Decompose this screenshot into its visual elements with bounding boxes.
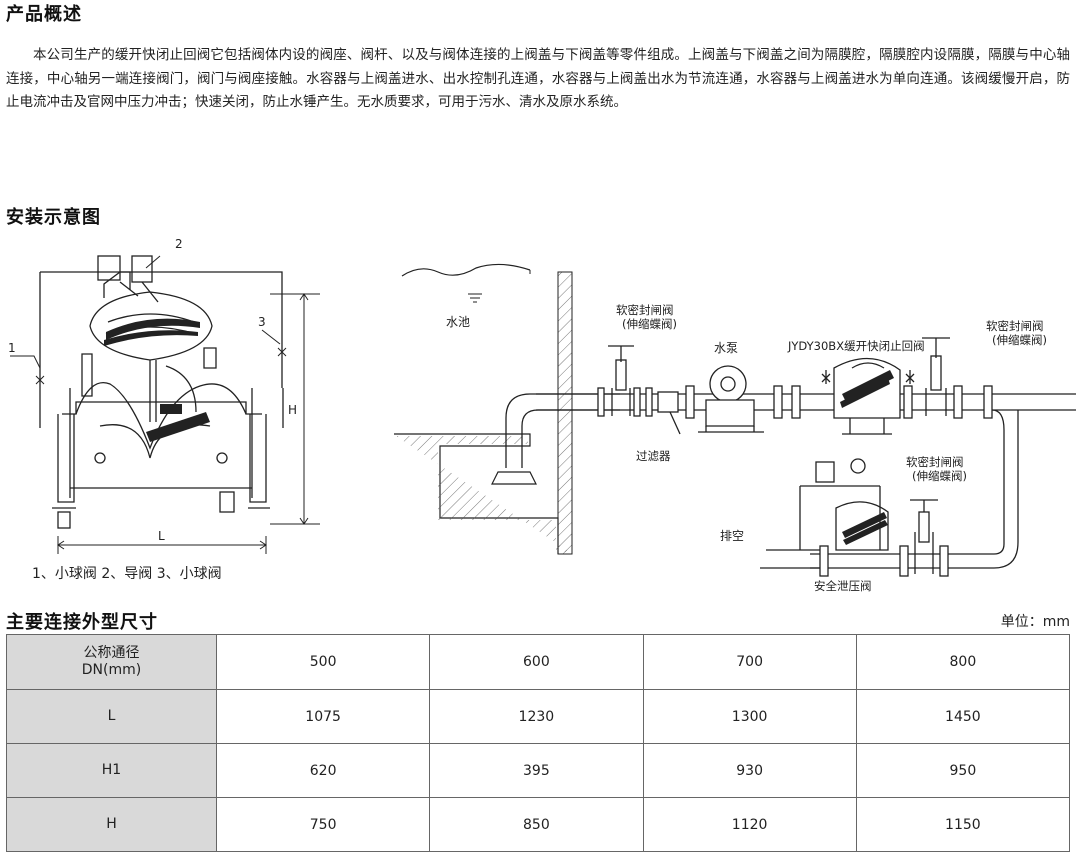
dims-table: 公称通径 DN(mm) 500 600 700 800 L 1075 1230 … [6,634,1071,852]
dim-l-label: L [158,529,165,543]
table-cell: 800 [855,634,1071,690]
label-filter: 过滤器 [636,449,671,463]
table-cell: 950 [855,743,1071,798]
table-cell: 620 [215,743,431,798]
table-cell: 930 [642,743,857,798]
table-cell: 850 [429,797,644,852]
row-header-line1: 公称通径 [83,645,140,661]
unit-label: 单位：mm [1000,614,1070,630]
row-header: H1 [6,743,217,798]
row-header: 公称通径 DN(mm) [6,634,217,690]
table-row: H 750 850 1120 1150 [6,797,1071,852]
callout-3: 3 [258,315,266,329]
dim-h-label: H [288,403,297,417]
label-soft-valve-2b: (伸缩蝶阀) [992,333,1047,347]
table-cell: 750 [215,797,431,852]
install-schematic: 水池 软密封闸阀 (伸缩蝶阀) 水泵 JYDY30BX缓开快闭止回阀 软密封闸阀… [394,263,1076,593]
overview-text: 本公司生产的缓开快闭止回阀它包括阀体内设的阀座、阀杆、以及与阀体连接的上阀盖与下… [6,47,1070,110]
label-soft-valve-3b: (伸缩蝶阀) [912,469,967,483]
label-pool: 水池 [446,315,470,329]
valve-section-diagram: 1 2 3 H L [8,237,320,554]
overview-title: 产品概述 [6,4,82,25]
row-header-line2: DN(mm) [81,662,142,678]
label-soft-valve-1a: 软密封闸阀 [616,303,674,317]
label-relief-valve: 安全泄压阀 [814,579,872,593]
table-cell: 1450 [855,689,1071,744]
dims-title: 主要连接外型尺寸 [6,612,158,633]
table-cell: 700 [642,634,857,690]
table-row: 公称通径 DN(mm) 500 600 700 800 [6,634,1071,690]
install-title: 安装示意图 [6,207,101,228]
callout-2: 2 [175,237,183,251]
table-row: H1 620 395 930 950 [6,743,1071,798]
row-header: L [6,689,217,744]
table-row: L 1075 1230 1300 1450 [6,689,1071,744]
table-cell: 395 [429,743,644,798]
table-cell: 500 [215,634,431,690]
table-cell: 1075 [215,689,431,744]
callout-1: 1 [8,341,16,355]
label-pump: 水泵 [714,341,738,355]
table-cell: 1150 [855,797,1071,852]
label-soft-valve-1b: (伸缩蝶阀) [622,317,677,331]
label-soft-valve-2a: 软密封闸阀 [986,319,1044,333]
label-soft-valve-3a: 软密封闸阀 [906,455,964,469]
label-drain: 排空 [720,529,744,543]
table-cell: 1230 [429,689,644,744]
valve-caption: 1、小球阀 2、导阀 3、小球阀 [32,566,222,582]
table-cell: 600 [429,634,644,690]
label-check-valve: JYDY30BX缓开快闭止回阀 [787,339,925,353]
table-cell: 1120 [642,797,857,852]
table-cell: 1300 [642,689,857,744]
row-header: H [6,797,217,852]
